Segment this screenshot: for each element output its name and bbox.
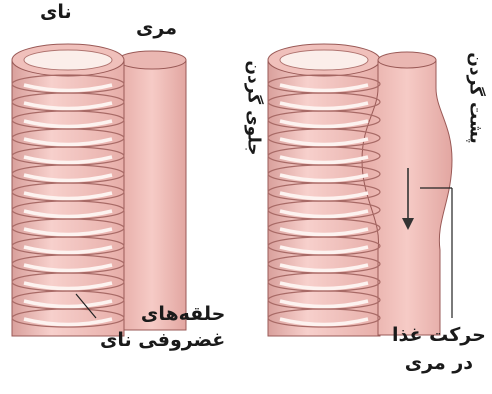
cartilage-rings-label-line2: غضروفی نای [100, 328, 225, 354]
trachea-label: نای [40, 2, 72, 24]
left-esophagus [118, 51, 186, 330]
cartilage-rings-label-line1: حلقه‌های [100, 302, 225, 328]
food-movement-label-line1: حرکت غذا [392, 322, 486, 350]
food-movement-label-line2: در مری [392, 350, 486, 378]
back-of-neck-label: پشت گردن [466, 52, 486, 143]
esophagus-label: مری [136, 18, 177, 40]
cartilage-rings-label: حلقه‌های غضروفی نای [100, 302, 225, 353]
food-movement-label: حرکت غذا در مری [392, 322, 486, 377]
front-of-neck-label: جلوی گردن [244, 60, 264, 155]
